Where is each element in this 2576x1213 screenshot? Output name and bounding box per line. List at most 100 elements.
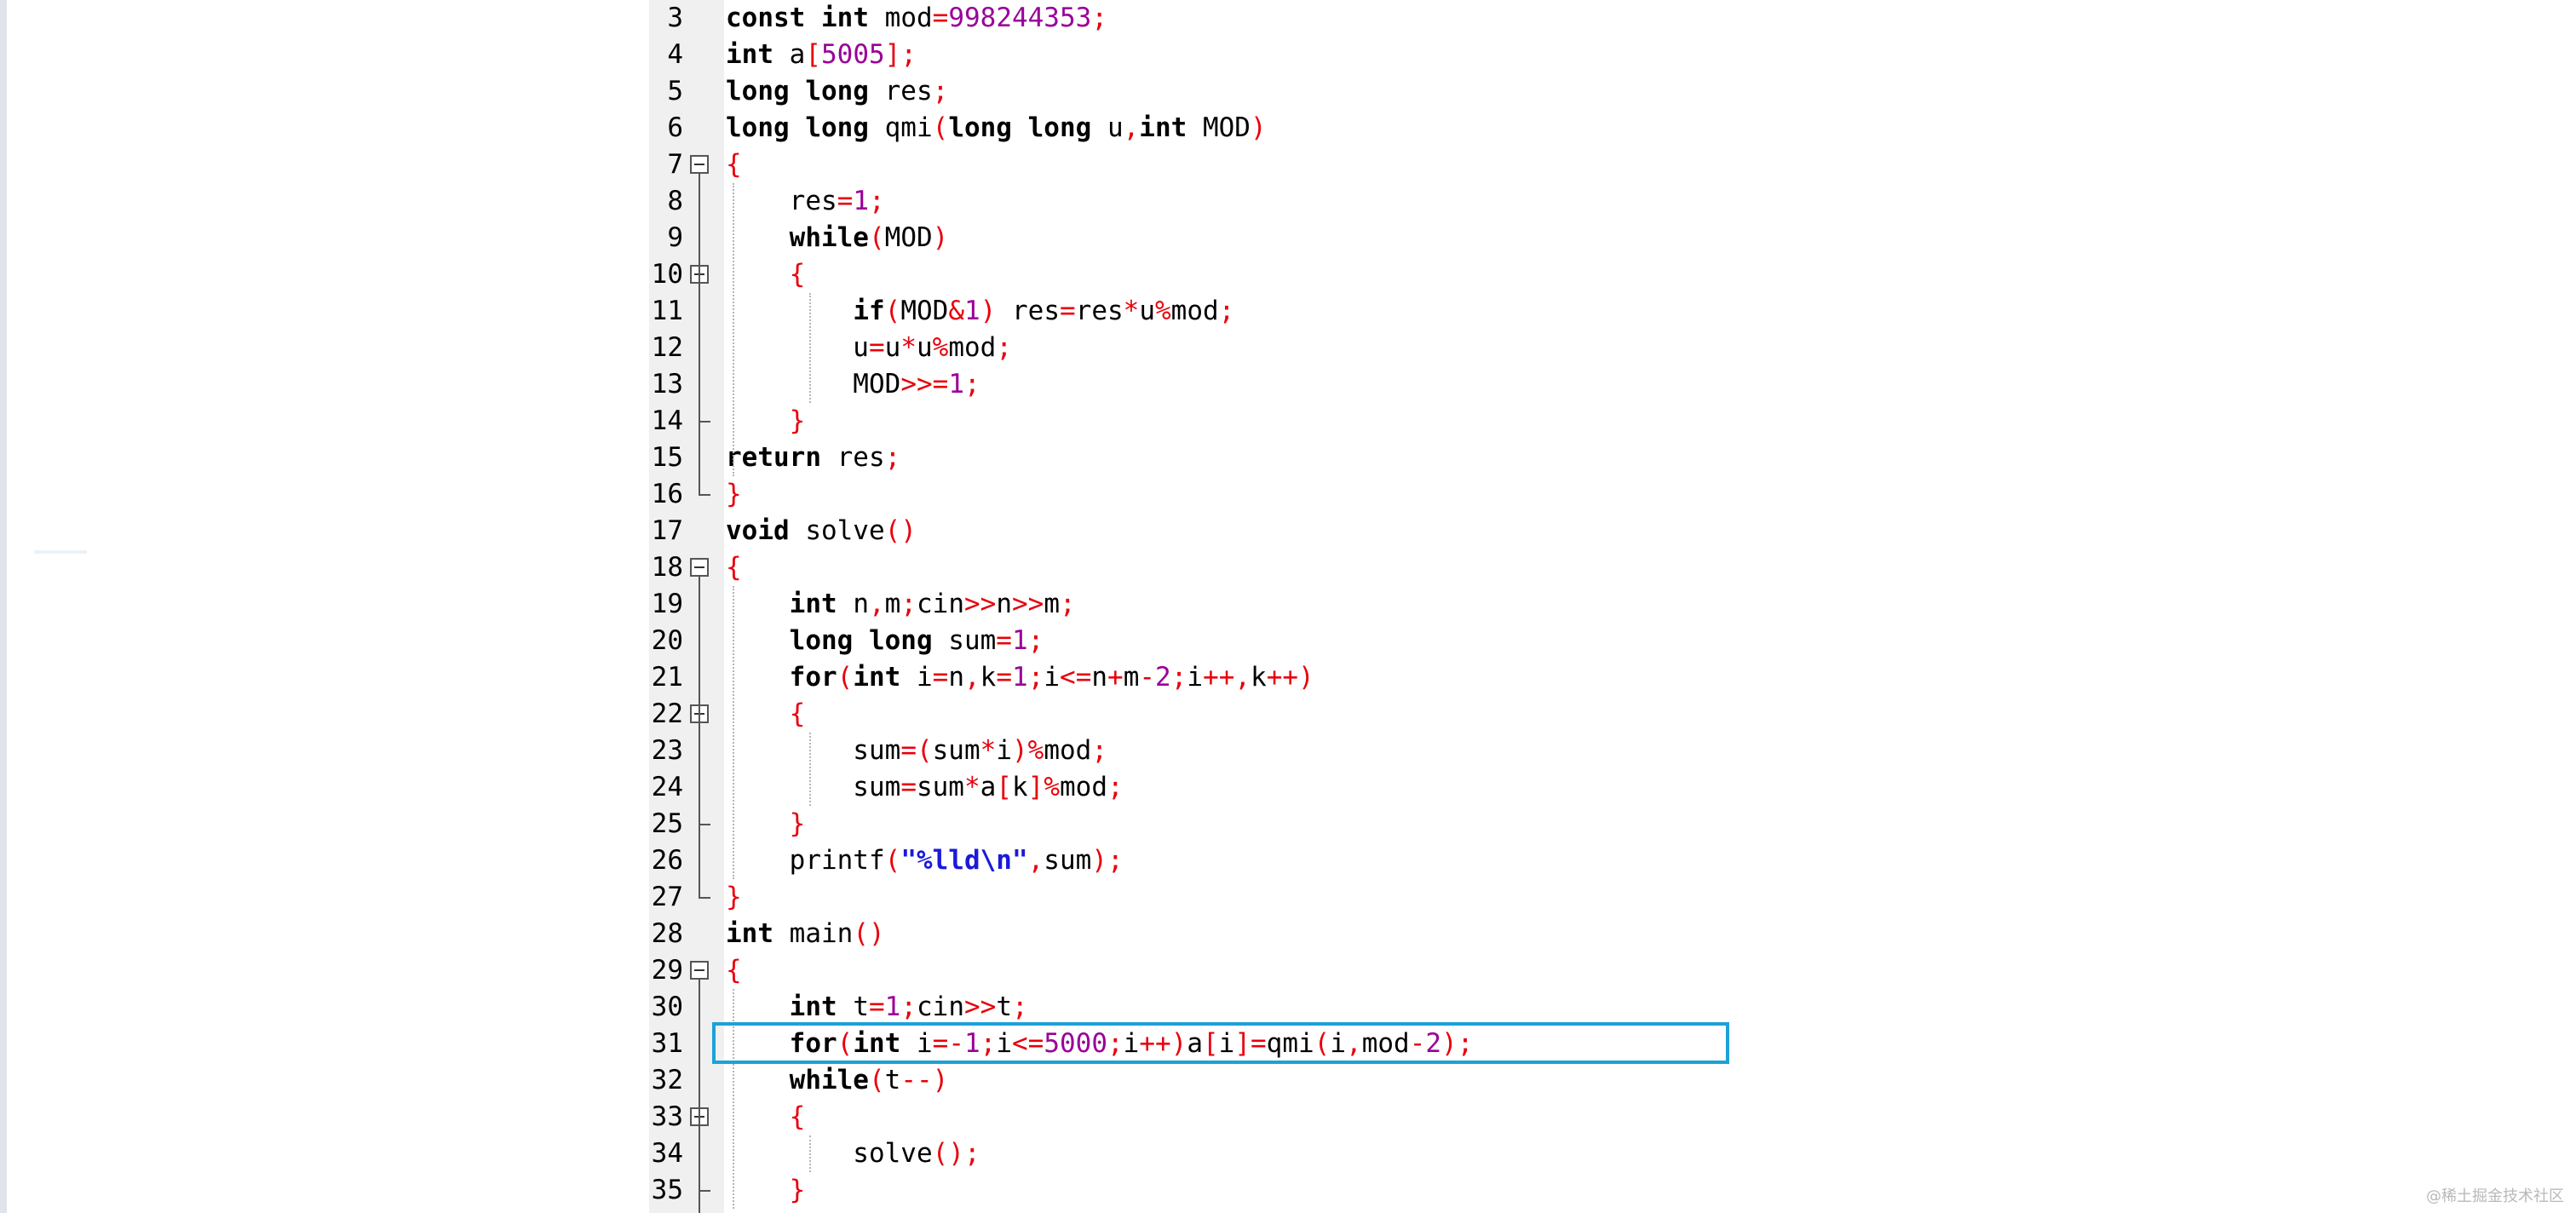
code-token: cin [917,589,964,619]
code-text: } [726,806,806,842]
line-number: 29 [651,955,683,986]
code-token [726,808,790,839]
code-text: } [726,1172,806,1209]
code-line: 34 solve(); [0,1135,2576,1172]
fold-collapse-icon[interactable] [690,558,709,577]
code-token [726,222,790,253]
code-token: } [789,405,806,436]
code-token: * [900,332,917,363]
code-text: long long res; [726,73,948,110]
code-token: n [837,589,869,619]
code-token: sum [932,625,997,656]
code-token [726,1101,790,1132]
code-token: = [868,992,885,1022]
code-text: u=u*u%mod; [726,330,1012,366]
code-token: 1 [948,369,964,400]
line-number: 14 [651,405,683,436]
code-line: 30 int t=1;cin>>t; [0,989,2576,1026]
code-token: ( [837,1028,854,1059]
code-token: + [1107,662,1124,693]
code-token: MOD [726,369,901,400]
code-token: ); [1441,1028,1474,1059]
code-token [726,405,790,436]
fold-collapse-icon[interactable] [690,155,709,174]
code-text: { [726,256,806,293]
line-number-gutter [649,0,724,1213]
indent-guide [733,989,734,1209]
fold-end-marker [699,494,710,496]
code-line: 21 for(int i=n,k=1;i<=n+m-2;i++,k++) [0,659,2576,696]
code-token: k [980,662,997,693]
code-editor-area[interactable] [724,0,2576,1213]
code-token: , [1123,112,1140,143]
code-token [726,589,790,619]
code-token [726,259,790,290]
code-token: <= [1012,1028,1044,1059]
code-token: for [789,662,837,693]
code-token: int [726,918,773,949]
line-number: 23 [651,735,683,766]
code-token: { [789,1101,806,1132]
code-token: sum [916,772,964,802]
code-token: } [726,882,742,912]
code-token: mod [869,3,933,33]
code-text: void solve() [726,513,917,549]
line-number: 30 [651,992,683,1022]
line-number: 4 [667,39,683,70]
code-text: int a[5005]; [726,37,917,73]
code-token: m [1123,662,1140,693]
code-token: (); [932,1138,980,1169]
code-token: a [1187,1028,1203,1059]
code-line: 20 long long sum=1; [0,623,2576,659]
code-token: ; [1060,589,1076,619]
code-token: m [884,589,901,619]
code-token: & [948,296,964,326]
code-token: res [1075,296,1124,326]
code-token: ( [932,112,949,143]
line-number: 11 [651,296,683,326]
code-token: [ [996,772,1012,802]
line-number: 35 [651,1175,683,1205]
code-token: ; [1027,662,1044,693]
code-token: i [1218,1028,1235,1059]
code-token: cin [917,992,964,1022]
code-token: MOD [900,296,949,326]
code-token: i [996,1028,1012,1059]
code-text: for(int i=n,k=1;i<=n+m-2;i++,k++) [726,659,1314,696]
line-number: 13 [651,369,683,400]
code-token: mod [1044,735,1092,766]
code-token: * [980,735,997,766]
code-token: n [996,589,1012,619]
code-token: ; [1091,735,1107,766]
code-token: 1 [963,1028,980,1059]
code-token: - [1139,662,1156,693]
code-token: [ [805,39,821,70]
code-token: = [996,625,1012,656]
code-token: } [789,1175,806,1205]
code-token: * [963,772,980,802]
code-token: = [996,662,1013,693]
code-text: sum=sum*a[k]%mod; [726,769,1123,806]
code-text: if(MOD&1) res=res*u%mod; [726,293,1234,330]
code-token: i [1044,662,1061,693]
code-token: % [932,332,949,363]
fold-collapse-icon[interactable] [690,961,709,980]
code-token: u [726,332,869,363]
code-token: () [853,918,885,949]
code-token: * [1123,296,1140,326]
code-text: { [726,952,742,989]
code-token: int [821,3,869,33]
indent-guide [809,1135,811,1172]
code-token: ; [932,76,949,106]
code-token: 5000 [1044,1028,1107,1059]
code-line: 31 for(int i=-1;i<=5000;i++)a[i]=qmi(i,m… [0,1026,2576,1062]
code-token: >>= [900,369,949,400]
code-text: { [726,1099,806,1135]
code-token [726,698,790,729]
code-token: n [1091,662,1108,693]
code-token: ( [837,662,854,693]
